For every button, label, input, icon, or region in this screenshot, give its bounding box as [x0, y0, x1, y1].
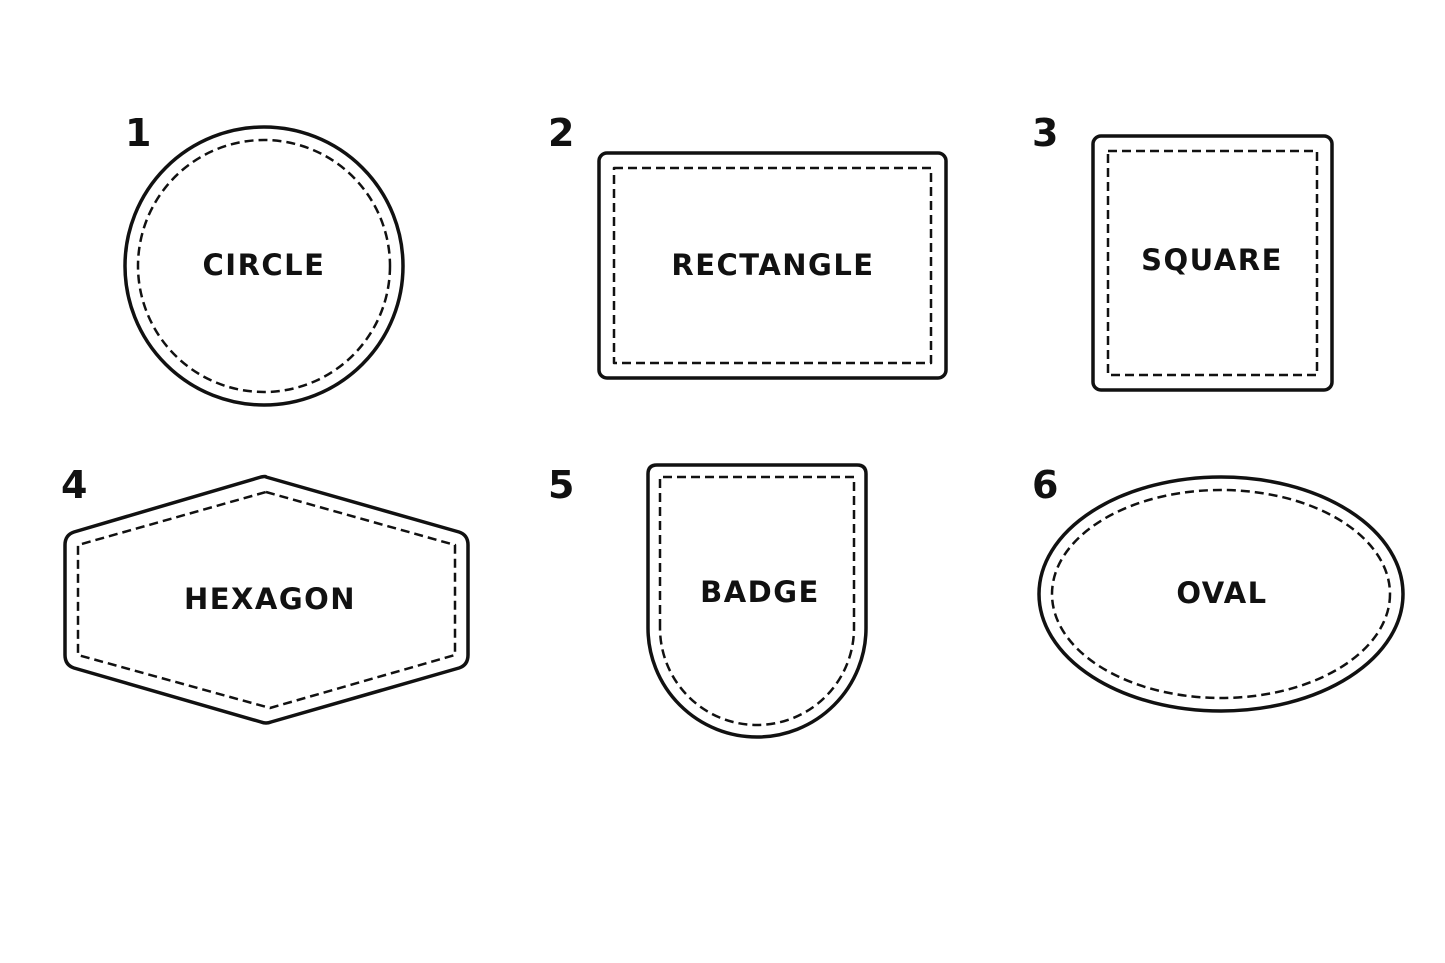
shape-item-badge: 5 BADGE — [548, 463, 868, 739]
shape-number: 6 — [1032, 463, 1058, 507]
shape-item-oval: 6 OVAL — [1032, 463, 1405, 713]
shape-label: SQUARE — [1141, 243, 1283, 277]
shape-item-square: 3 SQUARE — [1032, 111, 1334, 392]
oval-patch-icon — [1037, 475, 1405, 713]
shape-label: RECTANGLE — [671, 248, 874, 282]
shape-label: BADGE — [700, 575, 820, 609]
shape-label: OVAL — [1176, 576, 1267, 610]
shape-number: 3 — [1032, 111, 1058, 155]
square-patch-icon — [1091, 134, 1334, 392]
shape-number: 4 — [61, 463, 87, 507]
shape-label: CIRCLE — [203, 248, 326, 282]
circle-patch-icon — [123, 125, 405, 407]
shape-item-rectangle: 2 RECTANGLE — [548, 111, 948, 380]
badge-patch-icon — [646, 463, 868, 739]
hexagon-patch-icon — [63, 474, 470, 725]
shape-label: HEXAGON — [184, 582, 356, 616]
shape-item-circle: 1 CIRCLE — [123, 111, 405, 407]
shape-number: 5 — [548, 463, 574, 507]
rectangle-patch-icon — [597, 151, 948, 380]
shape-item-hexagon: 4 HEXAGON — [61, 463, 470, 725]
shape-number: 1 — [125, 111, 151, 155]
shape-number: 2 — [548, 111, 574, 155]
